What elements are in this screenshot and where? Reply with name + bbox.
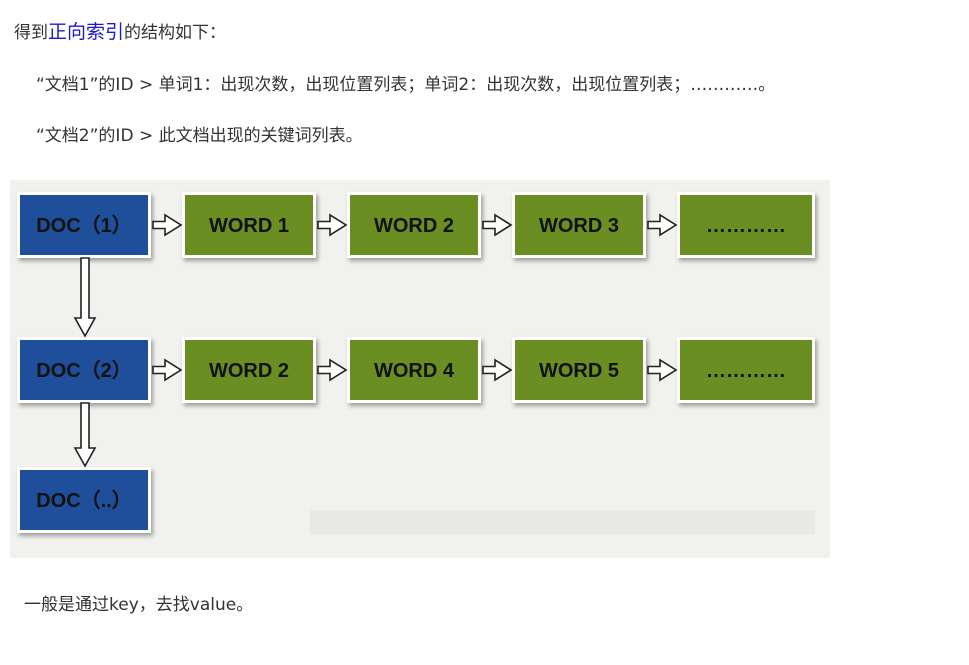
intro-prefix: 得到	[14, 23, 48, 43]
word-box-1-4: …………	[677, 192, 815, 258]
doc-box-2-label: DOC（2）	[36, 359, 132, 382]
doc-box-3-label: DOC（..）	[36, 489, 132, 512]
doc-box-2: DOC（2）	[17, 337, 151, 403]
doc2-description: “文档2”的ID > 此文档出现的关键词列表。	[36, 126, 363, 146]
intro-line: 得到正向索引的结构如下：	[14, 20, 226, 45]
doc-box-1-label: DOC（1）	[36, 214, 132, 237]
intro-suffix: 的结构如下：	[124, 23, 227, 43]
arrow-down-1	[73, 257, 97, 338]
word-box-2-3-label: WORD 5	[539, 360, 619, 382]
arrow-1-1	[152, 213, 183, 237]
word-box-2-3: WORD 5	[512, 337, 646, 403]
arrow-2-2	[317, 358, 348, 382]
arrow-1-2	[317, 213, 348, 237]
word-box-2-2: WORD 4	[347, 337, 481, 403]
arrow-2-3	[482, 358, 513, 382]
arrow-down-2	[73, 402, 97, 468]
arrow-1-4	[647, 213, 678, 237]
doc-box-1: DOC（1）	[17, 192, 151, 258]
word-box-1-2: WORD 2	[347, 192, 481, 258]
word-box-2-2-label: WORD 4	[374, 360, 455, 382]
arrow-2-1	[152, 358, 183, 382]
word-box-2-4: …………	[677, 337, 815, 403]
forward-index-link[interactable]: 正向索引	[48, 21, 125, 43]
arrow-2-4	[647, 358, 678, 382]
word-box-2-4-label: …………	[706, 360, 786, 382]
watermark-strip	[310, 510, 815, 534]
word-box-1-3-label: WORD 3	[539, 215, 619, 237]
word-box-1-2-label: WORD 2	[374, 215, 454, 237]
arrow-1-3	[482, 213, 513, 237]
word-box-1-3: WORD 3	[512, 192, 646, 258]
word-box-2-1-label: WORD 2	[209, 360, 289, 382]
doc-box-3: DOC（..）	[17, 467, 151, 533]
word-box-2-1: WORD 2	[182, 337, 316, 403]
word-box-1-4-label: …………	[706, 215, 786, 237]
word-box-1-1: WORD 1	[182, 192, 316, 258]
footer-line: 一般是通过key，去找value。	[24, 595, 254, 615]
word-box-1-1-label: WORD 1	[209, 215, 289, 237]
forward-index-diagram: DOC（1） WORD 1 WORD 2 WORD 3 ………… DOC（2） WORD 2…	[10, 180, 830, 558]
doc1-description: “文档1”的ID > 单词1：出现次数，出现位置列表；单词2：出现次数，出现位置…	[36, 75, 776, 95]
